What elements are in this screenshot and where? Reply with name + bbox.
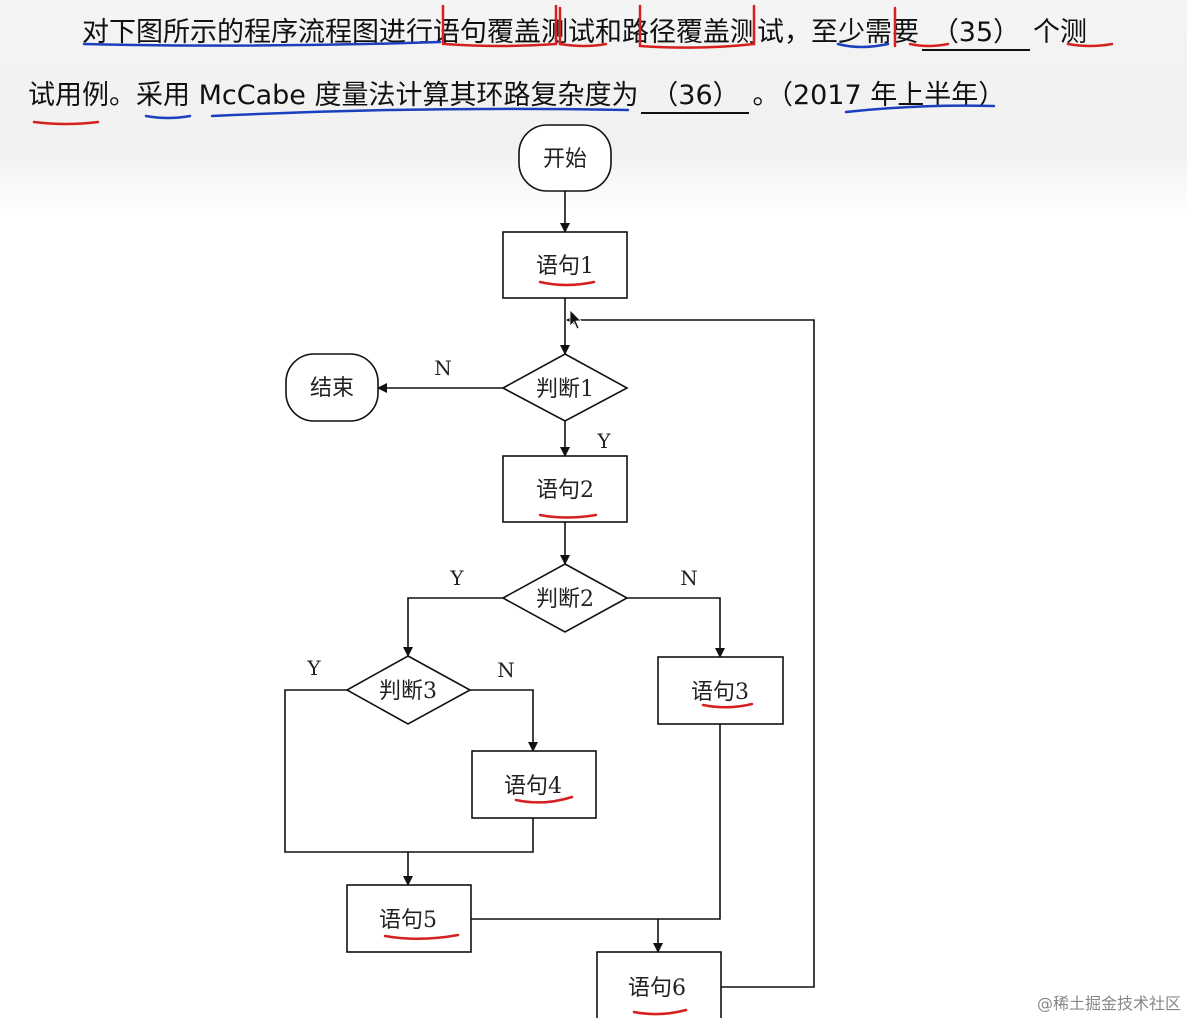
start-label: 开始: [543, 147, 587, 172]
statement-1-label: 语句1: [536, 254, 594, 279]
statement-4-label: 语句4: [504, 774, 562, 799]
watermark: @稀土掘金技术社区: [1036, 994, 1181, 1013]
blank-36: （36）: [641, 73, 750, 114]
statement-4-box: [471, 750, 597, 819]
statement-6-box: [596, 951, 722, 1018]
end-node: [285, 353, 379, 422]
statement-1-box: [502, 231, 628, 299]
blank-35: （35）: [922, 10, 1030, 51]
statement-3-box: [657, 656, 784, 725]
statement-5-label: 语句5: [379, 908, 437, 933]
end-label: 结束: [310, 376, 354, 401]
edge-label-judge3-no: N: [497, 658, 515, 682]
question-line1-prefix: 对下图所示的程序流程图进行语句覆盖测试和路径覆盖测试，至少需要: [82, 17, 919, 48]
judge-1-label: 判断1: [536, 377, 594, 402]
statement-annotations: [383, 280, 754, 1016]
question-line1-suffix: 个测: [1033, 17, 1087, 48]
statement-2-label: 语句2: [536, 478, 594, 503]
edge-label-judge1-yes: Y: [596, 429, 611, 453]
judge-2-label: 判断2: [536, 587, 594, 612]
judge-3-label: 判断3: [379, 679, 437, 704]
question-line2-prefix: 试用例。采用 McCabe 度量法计算其环路复杂度为: [28, 80, 639, 111]
statement-2-box: [502, 455, 628, 523]
edge-label-judge3-yes: Y: [306, 656, 321, 680]
mouse-cursor-icon: [569, 309, 582, 330]
statement-5-box: [346, 884, 472, 953]
question-line-1: 对下图所示的程序流程图进行语句覆盖测试和路径覆盖测试，至少需要（35）个测: [82, 10, 1087, 51]
judge-2-diamond: [501, 563, 629, 633]
edge-label-judge2-yes: Y: [449, 566, 464, 590]
question-annotations: [32, 4, 1114, 126]
edge-label-judge2-no: N: [680, 566, 698, 590]
statement-3-label: 语句3: [691, 680, 749, 705]
statement-6-label: 语句6: [628, 976, 686, 1001]
edge-label-judge1-no: N: [434, 356, 452, 380]
judge-3-diamond: [345, 655, 472, 725]
